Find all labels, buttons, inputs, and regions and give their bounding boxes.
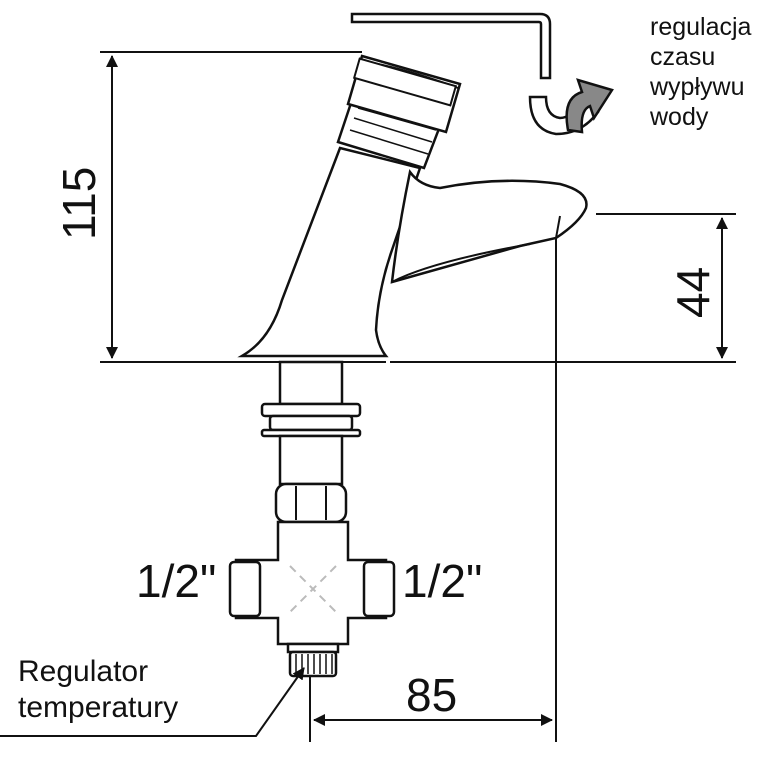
note-line: wypływu [650, 73, 745, 101]
note-line: regulacja [650, 13, 752, 41]
temperature-regulator-note: Regulator temperatury [18, 654, 178, 726]
note-line: temperatury [18, 691, 179, 724]
mounting-stem [260, 360, 362, 524]
dimension-label-115: 115 [53, 166, 105, 240]
dimension-spout-reach [309, 238, 557, 742]
note-line: czasu [650, 43, 716, 71]
flow-time-regulation-note: regulacja czasu wypływu wody [650, 12, 751, 132]
tap-body [237, 146, 588, 358]
connection-label-left: 1/2" [136, 555, 217, 607]
dimension-spout-height [390, 213, 736, 363]
regulator-leader-line [0, 667, 305, 737]
connection-label-right: 1/2" [402, 555, 483, 607]
allen-key-icon [350, 12, 552, 80]
note-line: Regulator [18, 655, 149, 688]
push-button [336, 54, 462, 170]
dimension-label-44: 44 [667, 266, 719, 318]
cross-fitting [228, 520, 396, 678]
dimension-label-85: 85 [406, 669, 458, 721]
dimension-height-total [100, 51, 362, 363]
rotation-arrow-icon [528, 78, 614, 136]
note-line: wody [650, 103, 709, 131]
